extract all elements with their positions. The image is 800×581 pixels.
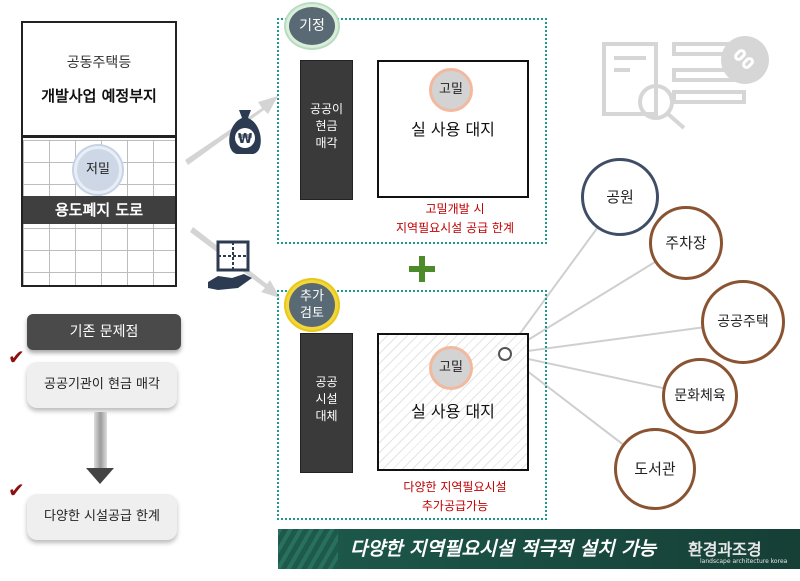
down-arrow-shaft <box>94 412 107 470</box>
land-label: 실 사용 대지 <box>411 120 495 139</box>
problem-item: 다양한 시설공급 한계 <box>27 494 177 540</box>
column-line: 대체 <box>315 409 338 423</box>
column-line: 현금 <box>315 119 338 133</box>
note-line: 다양한 지역필요시설 <box>403 480 507 494</box>
high-density-badge: 고밀 <box>429 346 473 390</box>
facility-library: 도서관 <box>614 428 696 510</box>
land-label: 실 사용 대지 <box>411 402 495 421</box>
column-line: 시설 <box>315 392 338 406</box>
low-density-badge: 저밀 <box>74 146 122 194</box>
check-icon: ✔ <box>8 478 25 502</box>
existing-note: 고밀개발 시 지역필요시설 공급 한계 <box>360 200 550 238</box>
added-note: 다양한 지역필요시설 추가공급가능 <box>370 478 540 516</box>
column-line: 공공이 <box>309 102 344 116</box>
high-density-badge: 고밀 <box>429 68 473 112</box>
existing-public-column: 공공이 현금 매각 <box>300 60 353 200</box>
note-line: 지역필요시설 공급 한계 <box>395 221 515 235</box>
problem-item: 공공기관이 현금 매각 <box>27 362 177 408</box>
note-line: 고밀개발 시 <box>425 202 485 216</box>
facility-parking: 주차장 <box>649 206 723 280</box>
check-icon: ✔ <box>8 345 25 369</box>
site-title-line2: 개발사업 예정부지 <box>41 87 157 105</box>
banner-stripes <box>278 529 338 569</box>
facility-public-housing: 공공주택 <box>701 280 785 364</box>
note-line: 추가공급가능 <box>421 499 489 513</box>
facility-culture-sports: 문화체육 <box>662 358 738 434</box>
tag-line: 검토 <box>300 306 324 321</box>
banner-text: 다양한 지역필요시설 적극적 설치 가능 <box>350 538 657 560</box>
added-review-tag: 추가 검토 <box>286 280 338 330</box>
tag-line: 추가 <box>300 289 324 304</box>
connector-node <box>498 347 512 361</box>
hand-land-icon <box>208 240 252 290</box>
facility-park: 공원 <box>581 158 659 236</box>
existing-plan-box <box>277 18 547 244</box>
abolished-road-band: 용도폐지 도로 <box>23 196 175 224</box>
added-public-column: 공공 시설 대체 <box>300 333 353 473</box>
existing-tag: 기정 <box>286 4 338 48</box>
site-title-line1: 공동주택등 <box>66 55 132 71</box>
svg-text:₩: ₩ <box>238 132 253 147</box>
link-icon <box>734 49 754 69</box>
watermark: 환경과조경 <box>688 540 762 559</box>
bottom-banner <box>278 529 800 569</box>
problems-title: 기존 문제점 <box>27 314 181 350</box>
money-bag-icon: ₩ <box>229 110 261 154</box>
column-line: 매각 <box>315 136 338 150</box>
column-line: 공공 <box>315 375 338 389</box>
watermark-sub: landscape architecture korea <box>700 558 788 565</box>
plus-icon-bar <box>409 266 435 272</box>
down-arrow-icon <box>86 468 114 484</box>
site-divider <box>21 135 177 138</box>
added-plan-box <box>277 290 547 520</box>
document-search-icon <box>602 36 769 130</box>
existing-land-box <box>377 60 529 198</box>
